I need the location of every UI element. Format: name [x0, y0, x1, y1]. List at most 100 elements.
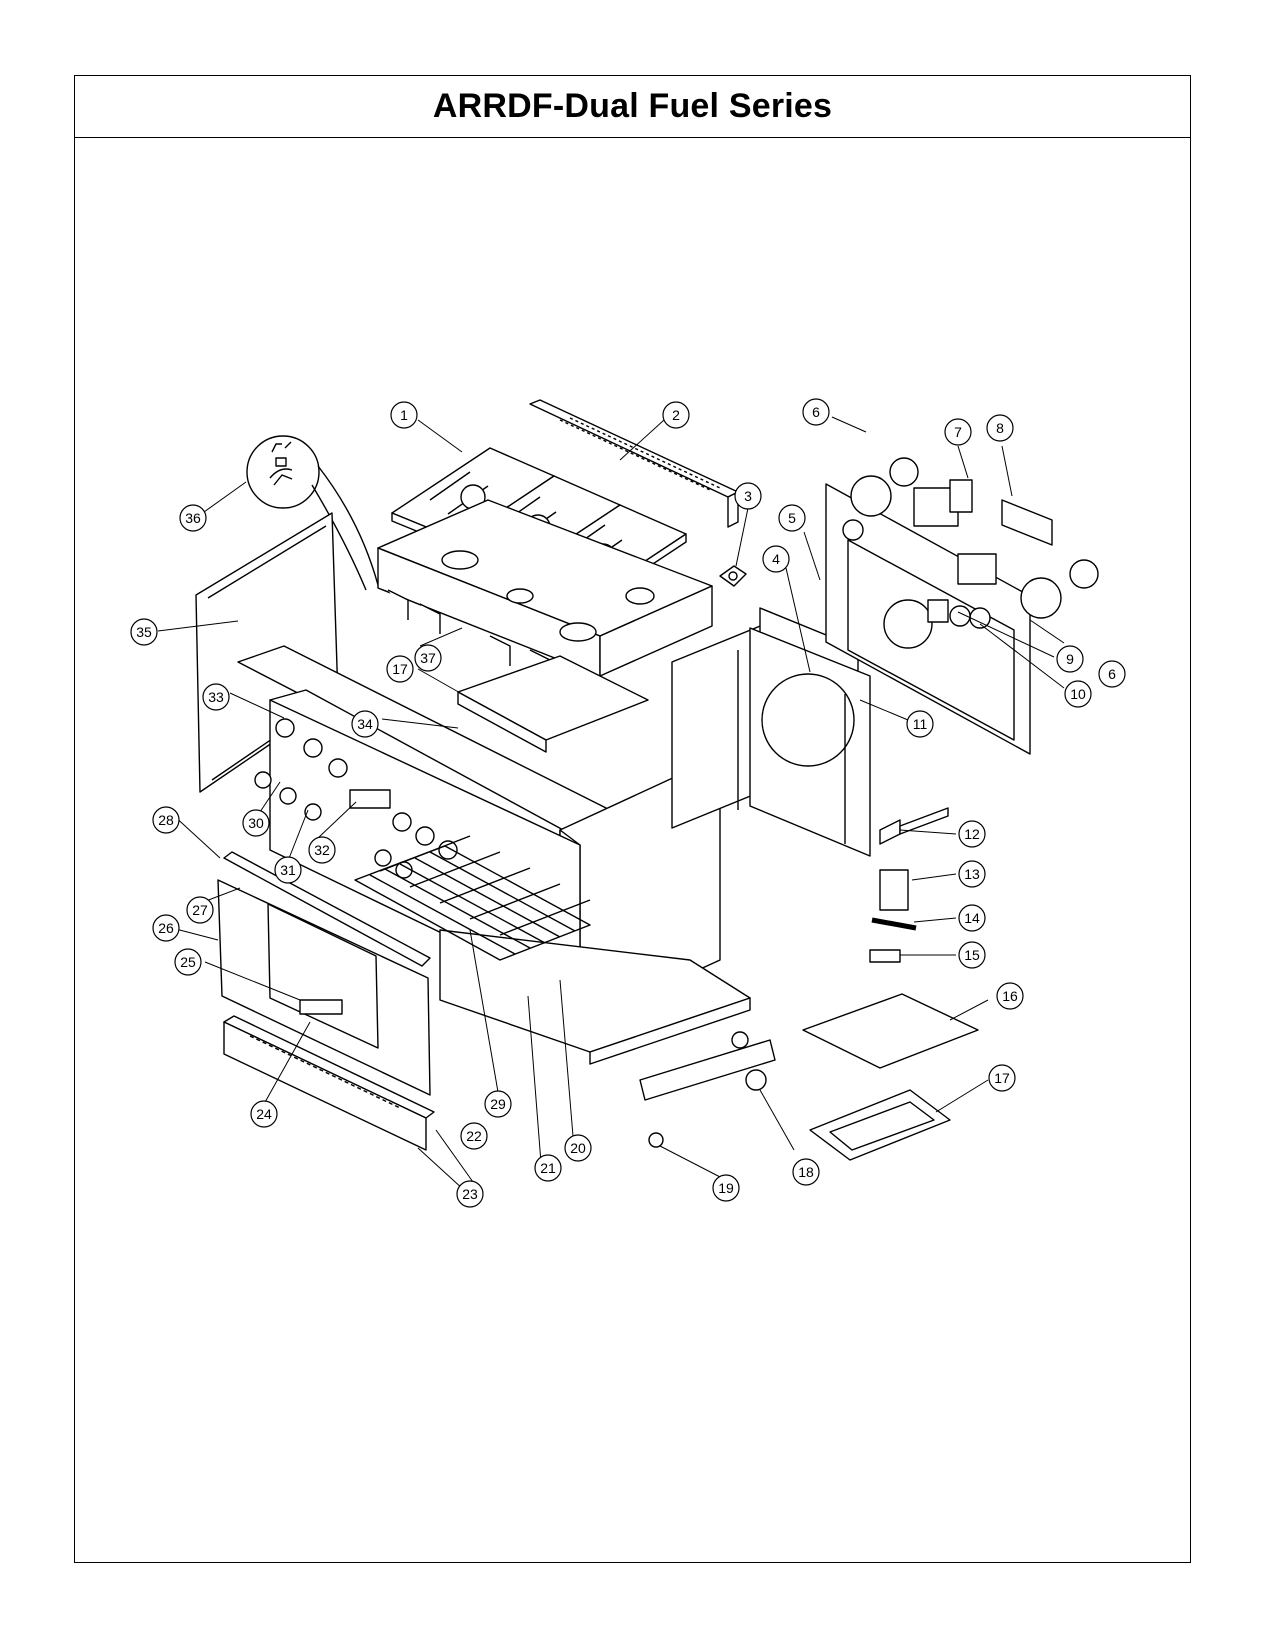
part-17-tray — [809, 1089, 951, 1161]
part-16-glass — [802, 993, 979, 1069]
callouts: 1 2 3 4 5 6 6 7 8 9 10 11 12 13 14 15 16… — [130, 398, 1126, 1208]
svg-text:12: 12 — [964, 826, 980, 842]
callout-29: 29 — [484, 1090, 512, 1118]
svg-text:33: 33 — [208, 689, 224, 705]
svg-text:17: 17 — [994, 1070, 1010, 1086]
callout-15: 15 — [958, 941, 986, 969]
convection-cover — [671, 607, 871, 857]
range-body — [237, 645, 776, 1101]
callout-14: 14 — [958, 904, 986, 932]
svg-text:4: 4 — [772, 551, 780, 567]
callout-17-bottom: 17 — [988, 1064, 1016, 1092]
control-knobs — [254, 718, 458, 879]
svg-text:11: 11 — [913, 716, 928, 732]
svg-text:15: 15 — [964, 947, 980, 963]
part-7-8-components — [949, 479, 1053, 546]
callout-6-top: 6 — [802, 398, 830, 426]
svg-text:27: 27 — [192, 902, 208, 918]
svg-text:32: 32 — [314, 842, 330, 858]
callout-34: 34 — [351, 710, 379, 738]
svg-text:8: 8 — [996, 420, 1004, 436]
callout-25: 25 — [174, 948, 202, 976]
svg-text:21: 21 — [540, 1160, 556, 1176]
svg-text:25: 25 — [180, 954, 196, 970]
svg-text:3: 3 — [744, 488, 752, 504]
svg-text:31: 31 — [280, 862, 296, 878]
title-bar: ARRDF-Dual Fuel Series — [75, 76, 1190, 138]
callout-28: 28 — [152, 806, 180, 834]
svg-text:10: 10 — [1070, 686, 1086, 702]
svg-text:28: 28 — [158, 812, 174, 828]
oven-rack — [354, 835, 591, 961]
callout-30: 30 — [242, 809, 270, 837]
callout-11: 11 — [906, 710, 934, 738]
callout-2: 2 — [662, 401, 690, 429]
callout-32: 32 — [308, 836, 336, 864]
svg-text:6: 6 — [1108, 666, 1116, 682]
svg-text:26: 26 — [158, 920, 174, 936]
callout-12: 12 — [958, 820, 986, 848]
part-36-valve-detail — [246, 435, 379, 591]
callout-24: 24 — [250, 1100, 278, 1128]
callout-4: 4 — [762, 545, 790, 573]
kick-panel — [223, 1015, 435, 1151]
page-title: ARRDF-Dual Fuel Series — [432, 87, 833, 125]
svg-text:30: 30 — [248, 815, 264, 831]
callout-27: 27 — [186, 896, 214, 924]
callout-18: 18 — [792, 1158, 820, 1186]
svg-text:1: 1 — [400, 407, 408, 423]
svg-text:34: 34 — [357, 716, 373, 732]
svg-text:37: 37 — [420, 650, 436, 666]
callout-1: 1 — [390, 401, 418, 429]
callout-19: 19 — [712, 1174, 740, 1202]
svg-text:22: 22 — [466, 1128, 482, 1144]
svg-text:23: 23 — [462, 1186, 478, 1202]
parts-12-15 — [869, 807, 949, 963]
callout-35: 35 — [130, 618, 158, 646]
callout-31: 31 — [274, 856, 302, 884]
callout-16: 16 — [996, 982, 1024, 1010]
callout-6-right: 6 — [1098, 660, 1126, 688]
casters — [648, 1031, 767, 1148]
svg-text:2: 2 — [672, 407, 680, 423]
svg-text:16: 16 — [1002, 988, 1018, 1004]
svg-text:17: 17 — [392, 661, 408, 677]
diagram-frame: ARRDF-Dual Fuel Series — [74, 75, 1191, 1563]
svg-text:13: 13 — [964, 866, 980, 882]
svg-text:6: 6 — [812, 404, 820, 420]
svg-text:35: 35 — [136, 624, 152, 640]
leader-lines — [157, 416, 1065, 1191]
part-17-drip-pan — [457, 655, 649, 753]
callout-8: 8 — [986, 414, 1014, 442]
callout-5: 5 — [778, 504, 806, 532]
callout-33: 33 — [202, 683, 230, 711]
part-6-lights — [850, 457, 1099, 619]
callout-10: 10 — [1064, 680, 1092, 708]
svg-text:7: 7 — [954, 424, 962, 440]
callout-37: 37 — [414, 644, 442, 672]
callout-9: 9 — [1056, 645, 1084, 673]
svg-text:24: 24 — [256, 1106, 272, 1122]
callout-20: 20 — [564, 1134, 592, 1162]
callout-3: 3 — [734, 482, 762, 510]
svg-text:29: 29 — [490, 1096, 506, 1112]
callout-36: 36 — [179, 504, 207, 532]
svg-text:9: 9 — [1066, 651, 1074, 667]
callout-26: 26 — [152, 914, 180, 942]
svg-text:18: 18 — [798, 1164, 814, 1180]
callout-22: 22 — [460, 1122, 488, 1150]
callout-7: 7 — [944, 418, 972, 446]
svg-text:5: 5 — [788, 510, 796, 526]
callout-13: 13 — [958, 860, 986, 888]
part-3-valve — [719, 565, 747, 587]
oven-door — [217, 851, 431, 1096]
svg-text:20: 20 — [570, 1140, 586, 1156]
callout-23: 23 — [456, 1180, 484, 1208]
svg-text:14: 14 — [964, 910, 980, 926]
svg-text:36: 36 — [185, 510, 201, 526]
callout-21: 21 — [534, 1154, 562, 1182]
callout-17-top: 17 — [386, 655, 414, 683]
cooktop-body — [377, 499, 713, 680]
svg-text:19: 19 — [718, 1180, 734, 1196]
